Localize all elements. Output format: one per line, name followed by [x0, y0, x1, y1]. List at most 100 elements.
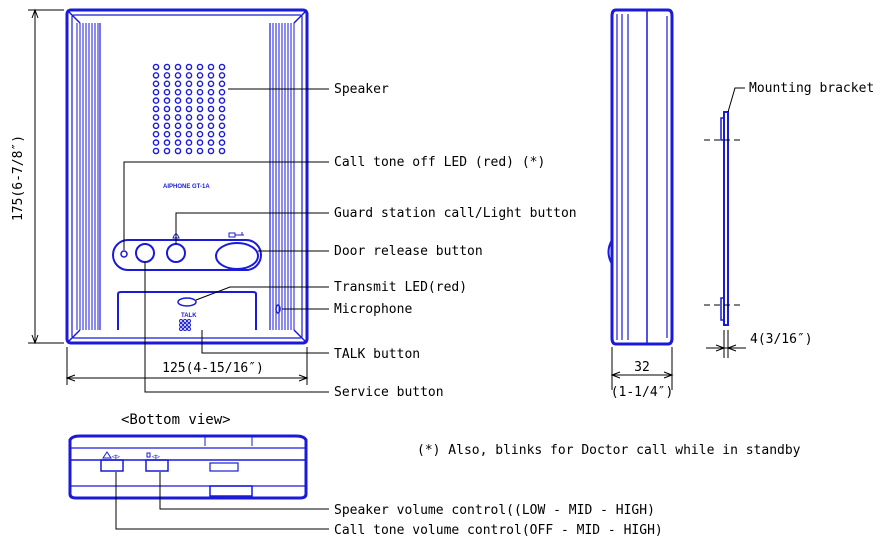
speaker-hole	[163, 97, 171, 104]
speaker-hole	[207, 130, 215, 138]
talk-panel	[117, 291, 257, 330]
speaker-hole	[152, 72, 160, 79]
speaker-hole	[218, 63, 226, 71]
speaker-hole	[152, 88, 160, 96]
speaker-hole	[152, 139, 160, 146]
speaker-hole	[185, 147, 193, 155]
bottom-leader-lines	[115, 472, 329, 530]
call-tone-off-led	[120, 250, 128, 258]
speaker-volume-icon: ◁▷	[146, 452, 161, 460]
speaker-hole	[207, 139, 215, 146]
speaker-hole	[152, 130, 160, 138]
door-release-callout: Door release button	[334, 244, 483, 259]
key-icon	[228, 232, 244, 238]
speaker-hole	[163, 147, 171, 155]
guard-station-call-button[interactable]	[166, 243, 186, 263]
height-label: 175(6-7/8″)	[11, 135, 26, 221]
speaker-hole	[196, 80, 204, 88]
speaker-hole	[218, 105, 226, 113]
speaker-hole	[185, 139, 193, 146]
speaker-hole	[174, 72, 182, 79]
door-release-button[interactable]	[215, 242, 259, 270]
mic-hole	[183, 323, 187, 327]
speaker-hole	[196, 114, 204, 121]
speaker-hole	[196, 63, 204, 71]
speaker-hole	[207, 88, 215, 96]
speaker-hole	[218, 80, 226, 88]
call-tone-volume-switch[interactable]	[100, 459, 124, 472]
transmit-led	[177, 297, 197, 307]
speaker-hole	[174, 80, 182, 88]
speaker-hole	[207, 80, 215, 88]
microphone-holes	[179, 319, 191, 331]
speaker-hole	[152, 147, 160, 155]
speaker-hole	[174, 97, 182, 104]
speaker-hole	[163, 122, 171, 130]
speaker-hole	[152, 105, 160, 113]
speaker-hole	[174, 88, 182, 96]
speaker-hole	[185, 72, 193, 79]
speaker-hole	[207, 105, 215, 113]
speaker-hole	[218, 139, 226, 146]
depth-label: 32	[634, 360, 650, 375]
service-button-callout: Service button	[334, 385, 444, 400]
microphone	[275, 304, 281, 314]
mic-hole	[187, 319, 191, 323]
depth-label-inches: (1-1/4″)	[611, 385, 674, 400]
width-dimension: 125(4-15/16″)	[65, 347, 309, 385]
speaker-hole	[185, 97, 193, 104]
button-panel	[112, 239, 262, 271]
speaker-volume-switch[interactable]	[145, 459, 169, 472]
speaker-hole	[218, 72, 226, 79]
speaker-hole	[185, 80, 193, 88]
speaker-hole	[218, 114, 226, 121]
side-view	[607, 8, 674, 346]
speaker-hole	[185, 63, 193, 71]
speaker-hole	[152, 63, 160, 71]
speaker-hole	[196, 147, 204, 155]
speaker-hole	[218, 88, 226, 96]
speaker-hole	[218, 97, 226, 104]
speaker-hole	[174, 105, 182, 113]
speaker-hole	[174, 114, 182, 121]
speaker-hole	[196, 88, 204, 96]
speaker-hole	[163, 80, 171, 88]
transmit-led-callout: Transmit LED(red)	[334, 280, 467, 295]
service-button[interactable]	[135, 243, 155, 263]
speaker-grille	[152, 63, 226, 155]
mic-hole	[183, 319, 187, 323]
speaker-hole	[218, 147, 226, 155]
speaker-hole	[163, 63, 171, 71]
speaker-hole	[152, 114, 160, 121]
bracket-thickness-label: 4(3/16″)	[750, 332, 813, 347]
speaker-hole	[218, 122, 226, 130]
speaker-volume-callout: Speaker volume control((LOW - MID - HIGH…	[334, 503, 655, 518]
speaker-hole	[185, 130, 193, 138]
speaker-hole	[152, 97, 160, 104]
speaker-hole	[218, 130, 226, 138]
talk-button-callout: TALK button	[334, 347, 420, 362]
speaker-hole	[163, 105, 171, 113]
speaker-hole	[152, 122, 160, 130]
bracket-view	[704, 87, 746, 358]
call-tone-volume-callout: Call tone volume control(OFF - MID - HIG…	[334, 523, 663, 538]
speaker-hole	[196, 139, 204, 146]
width-label: 125(4-15/16″)	[162, 361, 264, 376]
guard-button-callout: Guard station call/Light button	[334, 206, 577, 221]
speaker-hole	[196, 97, 204, 104]
left-side-grille	[76, 23, 99, 330]
mounting-bracket-label: Mounting bracket	[749, 81, 874, 96]
right-side-grille	[272, 23, 295, 330]
model-label: AIPHONE GT-1A	[163, 184, 210, 190]
speaker-hole	[207, 72, 215, 79]
call-tone-led-callout: Call tone off LED (red) (*)	[334, 155, 545, 170]
speaker-hole	[163, 139, 171, 146]
speaker-hole	[174, 63, 182, 71]
speaker-hole	[174, 147, 182, 155]
speaker-hole	[185, 122, 193, 130]
speaker-hole	[196, 130, 204, 138]
speaker-hole	[196, 122, 204, 130]
svg-text:◁▷: ◁▷	[151, 454, 161, 460]
speaker-callout: Speaker	[334, 82, 389, 97]
